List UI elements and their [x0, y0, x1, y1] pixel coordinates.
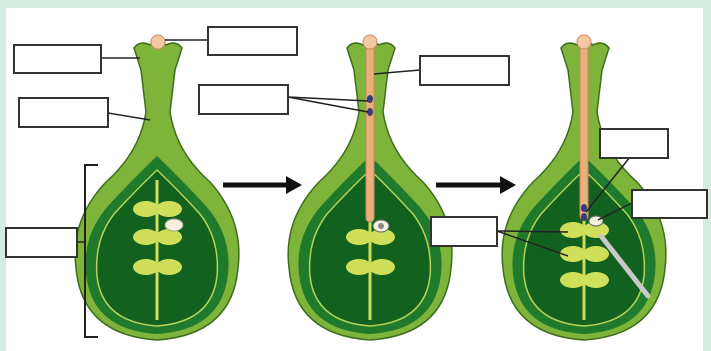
label-box-pollen-grain	[208, 27, 297, 55]
label-box-style	[19, 98, 108, 127]
ovule	[156, 259, 182, 275]
embryo-sac	[589, 216, 603, 226]
ovule	[369, 259, 395, 275]
label-box-stigma	[14, 45, 101, 73]
arrow-right	[223, 176, 302, 194]
label-box-ovules	[431, 217, 497, 246]
pistil-stage-3	[502, 35, 666, 340]
ovule	[583, 272, 609, 288]
frame-right	[703, 0, 711, 351]
ovule	[156, 201, 182, 217]
egg-cell	[378, 223, 384, 229]
sperm-cell	[367, 95, 373, 103]
ovule	[133, 201, 159, 217]
sperm-cell	[581, 213, 587, 221]
pollen-grain	[577, 35, 591, 49]
pollen-grain	[363, 35, 377, 49]
frame-top	[0, 0, 711, 8]
pollen-grain	[151, 35, 165, 49]
pistil-stage-1	[75, 35, 239, 340]
label-box-pollen-tube	[420, 56, 509, 85]
arrow-right	[436, 176, 516, 194]
frame-left	[0, 0, 6, 351]
ovule	[560, 272, 586, 288]
leader-line	[497, 231, 568, 232]
ovule	[133, 259, 159, 275]
ovule	[346, 259, 372, 275]
label-box-ovary	[6, 228, 77, 257]
ovule	[583, 246, 609, 262]
label-box-egg	[632, 190, 707, 218]
label-box-micropyle	[600, 129, 668, 158]
pollen-tube	[366, 42, 374, 222]
ovule	[346, 229, 372, 245]
ovule	[133, 229, 159, 245]
label-box-sperm-cells	[199, 85, 288, 114]
ovule	[156, 229, 182, 245]
pollen-tube	[580, 42, 588, 220]
ovule	[560, 222, 586, 238]
leader-line	[108, 113, 150, 120]
embryo-sac	[165, 219, 183, 231]
